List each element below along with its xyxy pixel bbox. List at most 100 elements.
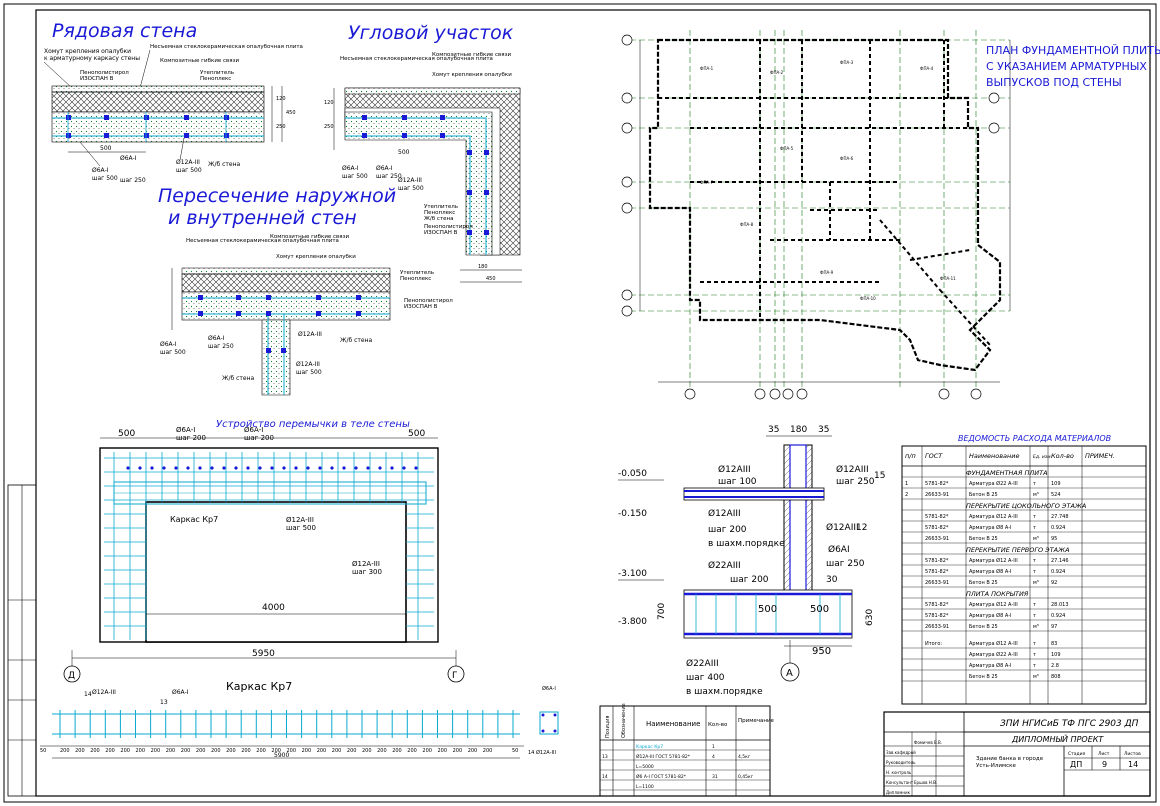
row-wall-note-isospan: ИЗОСПАН В [80, 76, 114, 82]
materials-cell: 5781-82* [925, 525, 949, 531]
svg-text:ФПА-5: ФПА-5 [780, 146, 794, 151]
frame-kp7-title: Каркас Кр7 [226, 680, 292, 693]
sec-bar12-b: Ø12АIII [708, 508, 741, 519]
sec-bar12-a: Ø12АIII [718, 464, 751, 475]
corner-peneplex: Пеноплекс [424, 210, 455, 216]
materials-cell: 0.924 [1051, 525, 1065, 531]
sec-step100: шаг 100 [718, 477, 757, 487]
materials-title: ВЕДОМОСТЬ РАСХОДА МАТЕРИАЛОВ [958, 434, 1111, 443]
corner-step-b: шаг 250 [376, 173, 402, 180]
corner-isospan: ИЗОСПАН В [424, 230, 458, 236]
lintel-dim-500-left: 500 [118, 429, 135, 439]
materials-cell: 5781-82* [925, 569, 949, 575]
kp7-sec-a3: Ø12А-III [536, 749, 556, 756]
kp7-dim-200: 200 [271, 748, 281, 754]
svg-text:ФПА-1: ФПА-1 [700, 66, 714, 71]
sec-chess-a: в шахм.порядке [708, 539, 785, 549]
stamp-sheets: 14 [1128, 760, 1138, 769]
materials-header: ПРИМЕЧ. [1085, 452, 1115, 460]
svg-text:250: 250 [324, 124, 334, 130]
intersection-rc: Ж/б стена [340, 337, 373, 344]
svg-text:ФПА-10: ФПА-10 [860, 296, 876, 301]
foundation-plan: ПЛАН ФУНДАМЕНТНОЙ ПЛИТЫ С УКАЗАНИЕМ АРМА… [621, 30, 1160, 400]
spec-cell: 0,45кг [738, 774, 754, 780]
sec-axis-a: А [786, 668, 793, 679]
sec-bar22-a: Ø22АIII [708, 560, 741, 571]
plan-title-3: ВЫПУСКОВ ПОД СТЕНЫ [986, 76, 1122, 89]
corner-rc: Ж/б стена [424, 216, 454, 222]
sec-dim-700: 700 [657, 603, 667, 620]
row-wall-note-removable: Несъемная стеклокерамическая опалубочная… [150, 44, 303, 50]
kp7-bar-a1: Ø6А-I [172, 689, 189, 696]
materials-cell: Арматура Ø22 А-III [969, 480, 1018, 487]
svg-text:ФПА-11: ФПА-11 [940, 276, 956, 281]
materials-cell: м³ [1033, 492, 1039, 498]
svg-text:ФПА-7: ФПА-7 [700, 180, 714, 185]
materials-cell: 0.924 [1051, 569, 1065, 575]
spec-h-name: Наименование [646, 720, 700, 728]
stamp-sheet: 9 [1102, 760, 1107, 769]
row-wall-step-c: шаг 500 [176, 167, 202, 174]
title-block: ЗПИ НГИСиБ ТФ ПГС 2903 ДП ДИПЛОМНЫЙ ПРОЕ… [883, 711, 1151, 797]
stamp-stage: ДП [1070, 760, 1082, 769]
materials-cell: 524 [1051, 492, 1061, 498]
spec-cell: 1 [712, 744, 715, 750]
corner-bar-a1b: Ø6А-I [376, 165, 393, 172]
stamp-project: ДИПЛОМНЫЙ ПРОЕКТ [1011, 733, 1104, 744]
materials-cell: Бетон В 25 [969, 492, 998, 498]
kp7-dim-200: 200 [332, 748, 342, 754]
stamp-code: ЗПИ НГИСиБ ТФ ПГС 2903 ДП [1000, 719, 1139, 729]
materials-cell: 109 [1051, 652, 1061, 658]
lintel-step-c: шаг 500 [286, 524, 316, 532]
kp7-dim-200: 200 [181, 748, 191, 754]
spec-cell: L=5000 [636, 764, 654, 770]
intersection-step-a: шаг 500 [160, 349, 186, 356]
materials-header: Ед. изм. [1033, 454, 1052, 460]
materials-cell: м³ [1033, 580, 1039, 586]
materials-cell: 92 [1051, 580, 1057, 586]
sec-step200b: шаг 200 [730, 575, 769, 585]
binding-strip [7, 484, 37, 797]
stamp-role4: Консультант [886, 780, 914, 785]
kp7-sec-14: 14 [528, 750, 534, 756]
intersection-insulation: Утеплитель [400, 270, 434, 276]
kp7-dim-200: 200 [105, 748, 115, 754]
lintel-grid [104, 452, 434, 640]
sec-dim-30: 30 [826, 575, 838, 585]
row-wall-step-a: шаг 500 [92, 175, 118, 182]
sec-bar22-b: Ø22АIII [686, 658, 719, 669]
section-detail: 35 180 35 -0.050 -0.150 -3.100 -3.800 Ø1… [618, 425, 885, 697]
corner-insulation: Утеплитель [424, 204, 458, 210]
materials-cell: м³ [1033, 674, 1039, 680]
materials-cell: т [1033, 514, 1036, 520]
sec-step250b: шаг 250 [826, 559, 865, 569]
intersection-note-removable: Несъемная стеклокерамическая опалубочная… [186, 238, 339, 244]
materials-cell: м³ [1033, 536, 1039, 542]
materials-cell: Арматура Ø22 А-III [969, 651, 1018, 658]
materials-cell: 28.013 [1051, 602, 1069, 608]
sec-step200: шаг 200 [708, 525, 747, 535]
sec-dim-950: 950 [812, 646, 831, 657]
row-wall-title: Рядовая стена [52, 20, 197, 42]
svg-text:ФПА-4: ФПА-4 [920, 66, 934, 71]
lintel-bar-a3b: Ø12А-III [352, 560, 380, 568]
materials-cell: Бетон В 25 [969, 674, 998, 680]
spec-cell: Ø6 А-I ГОСТ 5781-82* [636, 773, 687, 780]
spec-h-qty: Кол-во [708, 722, 728, 728]
materials-cell: т [1033, 663, 1036, 669]
corner-step-a: шаг 500 [342, 173, 368, 180]
plan-title-2: С УКАЗАНИЕМ АРМАТУРНЫХ [986, 60, 1147, 73]
lintel-bar-a1: Ø6А-I [176, 426, 195, 434]
kp7-dim-200: 200 [226, 748, 236, 754]
kp7-dim-200: 200 [347, 748, 357, 754]
materials-cell: 5781-82* [925, 613, 949, 619]
kp7-dim-200: 200 [151, 748, 161, 754]
lintel-frame-label: Каркас Кр7 [170, 515, 218, 524]
materials-cell: 5781-82* [925, 481, 949, 487]
kp7-bar-a3: Ø12А-III [92, 689, 116, 696]
kp7-dim-200: 200 [362, 748, 372, 754]
materials-cell: Бетон В 25 [969, 536, 998, 542]
spec-cell: 14 [602, 774, 608, 780]
kp7-dim-50-right: 50 [512, 748, 518, 754]
